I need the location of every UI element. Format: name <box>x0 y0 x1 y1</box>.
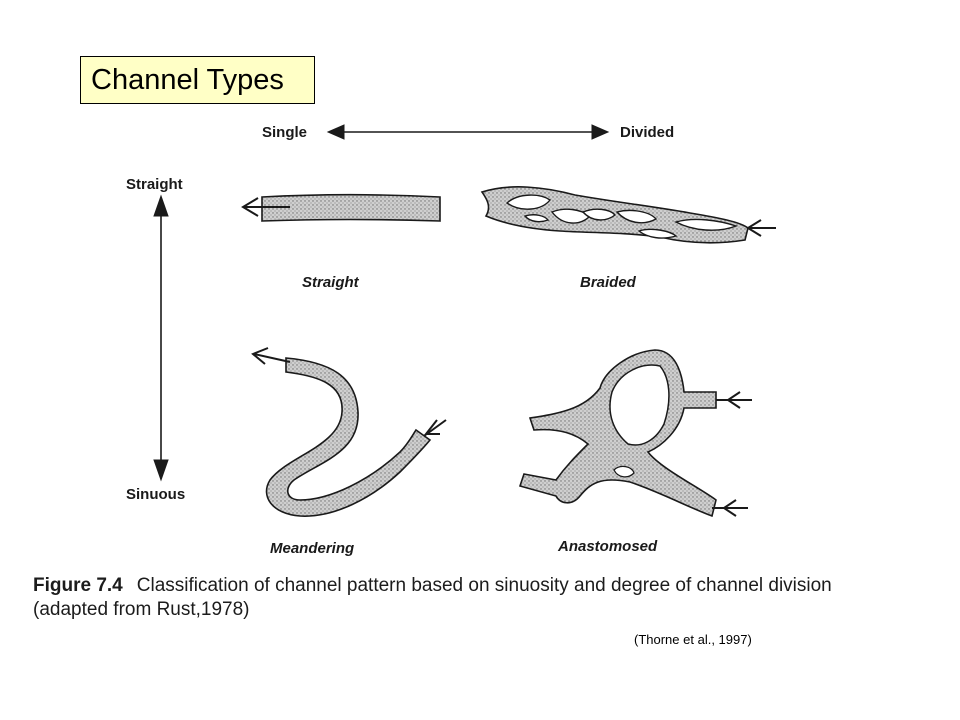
anastomosed-inflow-arrow-icon <box>712 391 752 517</box>
figure-number: Figure 7.4 <box>33 575 123 596</box>
meander-inflow-arrow-icon <box>423 419 447 437</box>
meandering-channel <box>251 347 447 517</box>
pattern-label-braided: Braided <box>580 274 636 291</box>
axis-label-straight: Straight <box>126 176 183 193</box>
axis-label-divided: Divided <box>620 124 675 141</box>
braided-flow-arrow-icon <box>746 219 776 237</box>
straight-sinuous-arrow <box>153 194 169 482</box>
pattern-label-straight: Straight <box>302 274 359 291</box>
anastomosed-channel <box>518 349 752 518</box>
braided-channel <box>480 186 776 244</box>
caption-line-2: (adapted from Rust,1978) <box>33 599 250 620</box>
slide-title: Channel Types <box>80 56 315 104</box>
citation: (Thorne et al., 1997) <box>634 632 752 647</box>
meander-outflow-arrow-icon <box>251 347 291 365</box>
straight-flow-arrow-icon <box>241 197 290 217</box>
caption-line-1: Classification of channel pattern based … <box>136 575 832 596</box>
single-divided-arrow <box>326 124 610 140</box>
figure-caption: Figure 7.4 Classification of channel patt… <box>33 574 933 622</box>
axis-label-sinuous: Sinuous <box>126 486 186 503</box>
straight-channel <box>241 193 441 222</box>
axis-label-single: Single <box>262 124 308 141</box>
pattern-label-meandering: Meandering <box>270 540 355 557</box>
pattern-label-anastomosed: Anastomosed <box>558 538 658 555</box>
slide-title-text: Channel Types <box>91 63 284 96</box>
